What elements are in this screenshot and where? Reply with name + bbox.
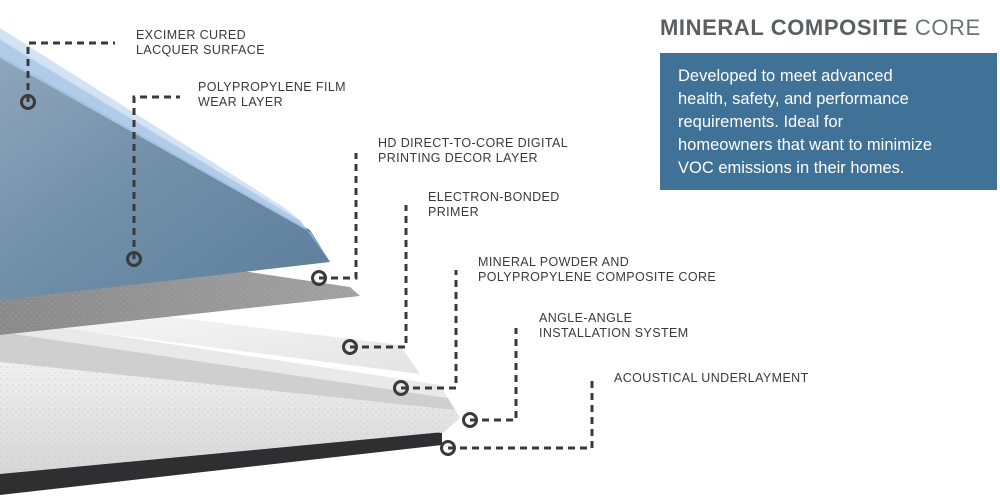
callout-line-wear [132, 95, 180, 259]
callout-line-primer [350, 205, 408, 349]
page-title: MINERAL COMPOSITE CORE [660, 14, 981, 42]
callout-dot-primer [342, 339, 358, 355]
wear-layer-film [0, 38, 330, 262]
callout-line-installation [470, 328, 518, 422]
info-box: Developed to meet advanced health, safet… [660, 53, 997, 190]
title-light: CORE [914, 15, 981, 40]
callout-line-underlayment [448, 377, 594, 450]
callout-line-core [401, 270, 458, 390]
info-text: Developed to meet advanced health, safet… [678, 67, 933, 177]
composite-core-layer [0, 330, 455, 410]
callout-dot-underlayment [440, 440, 456, 456]
callout-line-printing [319, 153, 358, 280]
callout-dot-lacquer [20, 94, 36, 110]
callout-dot-printing [311, 270, 327, 286]
lacquer-surface-film [0, 28, 302, 222]
title-bold: MINERAL COMPOSITE [660, 15, 909, 40]
callout-dot-wear [126, 251, 142, 267]
callout-dot-core [393, 380, 409, 396]
layer-label-underlayment: ACOUSTICAL UNDERLAYMENT [614, 371, 809, 385]
decor-surface-layer [0, 55, 330, 300]
callout-dot-installation [462, 412, 478, 428]
